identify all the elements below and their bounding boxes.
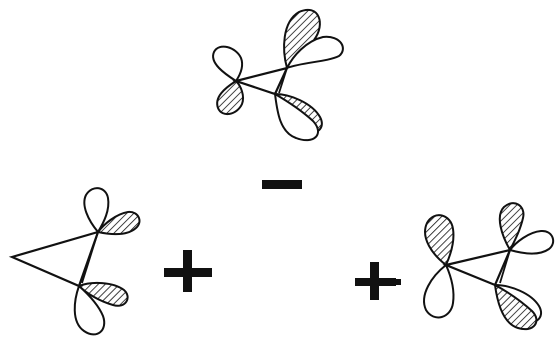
bottom-left-lower-open-lobe	[73, 284, 106, 336]
top-orbital-open-lobe	[284, 35, 344, 70]
top-molecule-lower-right-orbital	[273, 92, 323, 142]
left-orbital-hatched-lobe	[216, 79, 245, 116]
top-molecule	[212, 9, 344, 142]
plus-operator-1	[164, 250, 212, 292]
bottom-right-upper-hatched-lobe	[498, 202, 525, 253]
bottom-right-left-hatched-lobe	[424, 214, 455, 267]
bottom-left-molecule	[8, 187, 141, 336]
minus-operator	[262, 180, 302, 189]
top-triangle	[232, 66, 289, 96]
bottom-left-lower-orbital	[73, 281, 129, 336]
bottom-right-molecule	[423, 202, 555, 331]
bottom-right-left-open-lobe	[423, 263, 455, 319]
top-molecule-upper-right-orbital	[283, 9, 344, 70]
bottom-left-upper-hatched-lobe	[96, 210, 141, 236]
bottom-right-lower-hatched-lobe	[493, 283, 538, 331]
top-molecule-left-orbital	[212, 45, 245, 116]
plus-operator-2	[355, 262, 401, 300]
bottom-right-upper-orbital	[498, 202, 555, 255]
bottom-left-lower-hatched-lobe	[77, 281, 129, 307]
left-orbital-open-lobe	[212, 45, 244, 83]
bottom-left-upper-open-lobe	[83, 187, 110, 234]
bottom-right-lower-orbital	[493, 283, 542, 331]
bottom-right-upper-open-lobe	[508, 229, 555, 255]
bottom-right-triangle	[442, 248, 512, 287]
bottom-right-left-orbital	[423, 214, 455, 319]
bottom-left-upper-orbital	[83, 187, 141, 236]
bottom-left-triangle	[8, 230, 100, 288]
bottom-orbital-open-lobe	[273, 92, 319, 142]
